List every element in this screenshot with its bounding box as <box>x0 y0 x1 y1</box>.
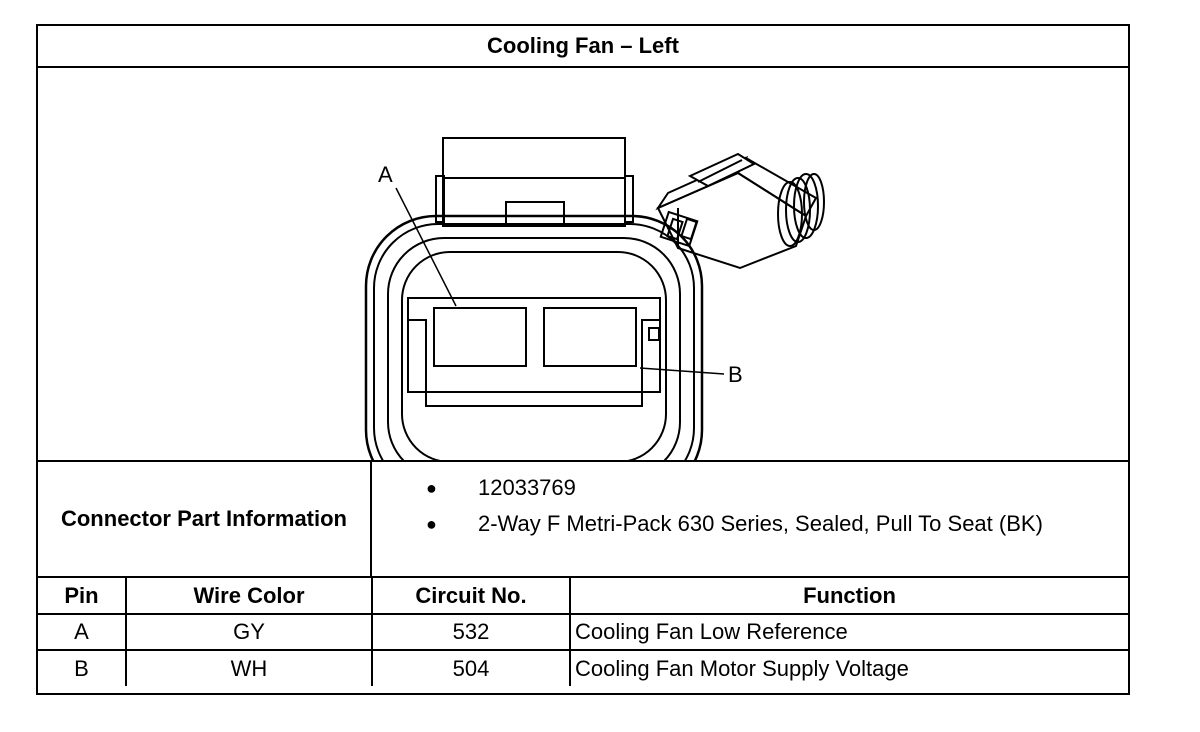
header-pin: Pin <box>38 578 127 615</box>
header-function: Function <box>569 578 1128 615</box>
cell-pin: B <box>38 649 127 686</box>
connector-part-info-list: ● 12033769 ● 2-Way F Metri-Pack 630 Seri… <box>372 462 1128 586</box>
callout-leader-lines <box>395 187 725 375</box>
connector-description: 2-Way F Metri-Pack 630 Series, Sealed, P… <box>478 511 1043 536</box>
sheet-title: Cooling Fan – Left <box>38 26 1128 68</box>
cell-pin: A <box>38 613 127 651</box>
callout-label-a: A <box>378 162 393 187</box>
list-item: ● 12033769 <box>372 472 1128 508</box>
cell-function: Cooling Fan Motor Supply Voltage <box>569 649 1128 686</box>
cell-circuit-no: 504 <box>371 649 571 686</box>
connector-face-illustration <box>364 137 704 462</box>
connector-diagram-panel: A B <box>38 68 1128 462</box>
connector-end-view-sheet: Cooling Fan – Left <box>36 24 1130 695</box>
table-header-row: Pin Wire Color Circuit No. Function <box>38 578 1128 615</box>
cell-wire-color: GY <box>125 613 373 651</box>
header-wire-color: Wire Color <box>125 578 373 615</box>
header-circuit-no: Circuit No. <box>371 578 571 615</box>
callout-label-b: B <box>728 362 743 387</box>
cell-wire-color: WH <box>125 649 373 686</box>
cell-function: Cooling Fan Low Reference <box>569 613 1128 651</box>
table-row: A GY 532 Cooling Fan Low Reference <box>38 613 1128 651</box>
part-number: 12033769 <box>478 475 576 500</box>
bullet-icon: ● <box>426 478 437 498</box>
connector-3d-illustration <box>655 152 825 270</box>
bullet-icon: ● <box>426 514 437 534</box>
cell-circuit-no: 532 <box>371 613 571 651</box>
connector-part-info-label: Connector Part Information <box>38 462 372 576</box>
list-item: ● 2-Way F Metri-Pack 630 Series, Sealed,… <box>372 508 1128 544</box>
pin-table: Pin Wire Color Circuit No. Function A GY… <box>38 578 1128 686</box>
connector-diagram: A B <box>364 137 825 462</box>
table-row: B WH 504 Cooling Fan Motor Supply Voltag… <box>38 649 1128 686</box>
connector-part-info: Connector Part Information ● 12033769 ● … <box>38 462 1128 578</box>
